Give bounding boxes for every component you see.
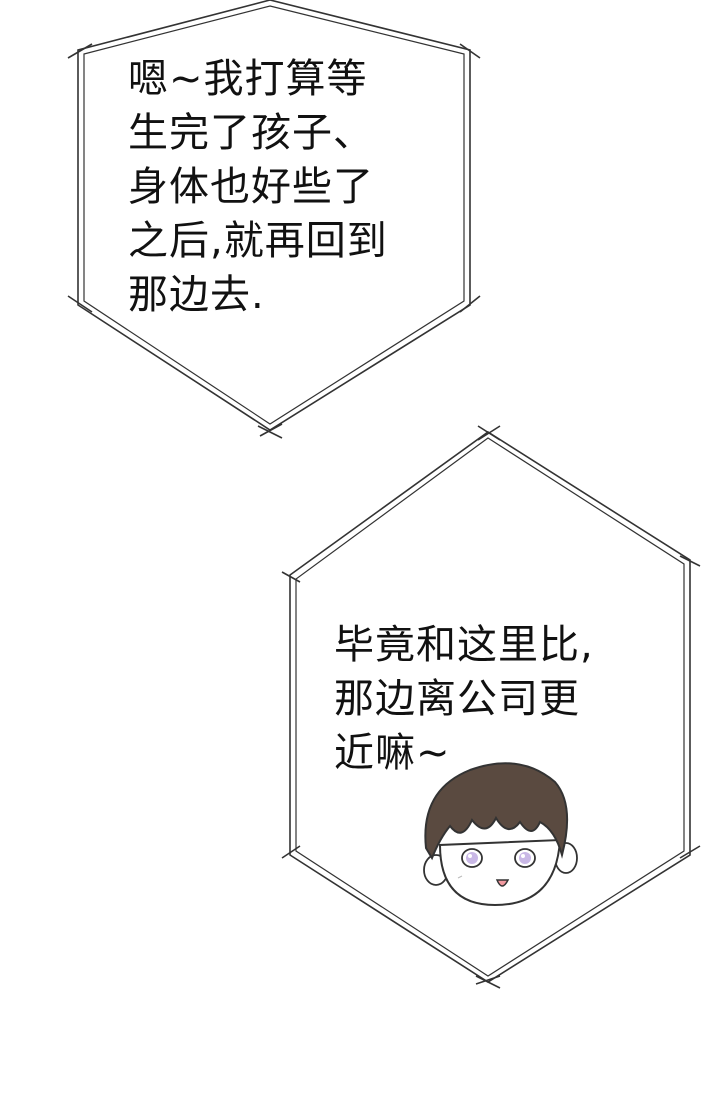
- bubble-1-line: 身体也好些了: [128, 164, 374, 210]
- bubble-1-line: 之后,就再回到: [128, 218, 388, 264]
- speech-bubble-2-text: 毕竟和这里比, 那边离公司更 近嘛~: [334, 618, 594, 780]
- bubble-2-line: 那边离公司更: [334, 676, 580, 722]
- speech-bubble-2-outline: [281, 425, 701, 989]
- bubble-1-line: 那边去.: [128, 272, 265, 318]
- bubble-2-line: 毕竟和这里比,: [334, 622, 594, 668]
- chibi-boy-face-icon: [423, 762, 578, 907]
- bubble-2-line: 近嘛~: [334, 730, 451, 776]
- speech-bubble-1-text: 嗯~我打算等 生完了孩子、 身体也好些了 之后,就再回到 那边去.: [128, 52, 388, 322]
- bubble-1-line: 嗯~我打算等: [128, 56, 368, 102]
- bubble-1-line: 生完了孩子、: [128, 110, 374, 156]
- speech-bubble-1-outline: [67, 0, 481, 439]
